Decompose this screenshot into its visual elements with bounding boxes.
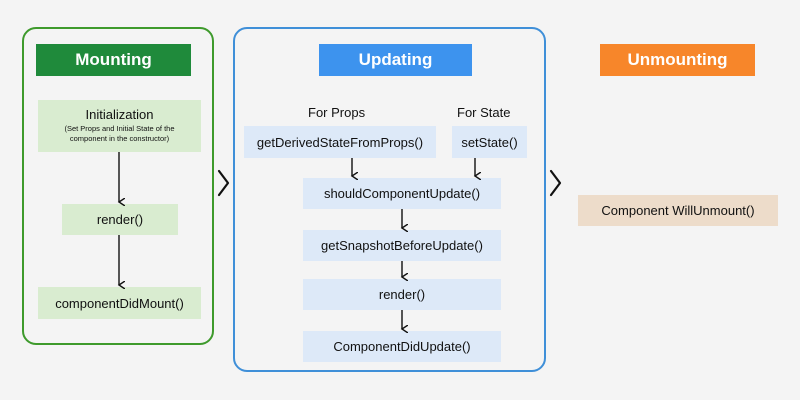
- initialization-subtitle-line2: component in the constructor): [69, 134, 170, 144]
- updating-title: Updating: [319, 44, 472, 76]
- get-derived-state-from-props-node: getDerivedStateFromProps(): [244, 126, 436, 158]
- should-component-update-node: shouldComponentUpdate(): [303, 178, 501, 209]
- initialization-node: Initialization (Set Props and Initial St…: [38, 100, 201, 152]
- updating-render-node: render(): [303, 279, 501, 310]
- set-state-node: setState(): [452, 126, 527, 158]
- initialization-title: Initialization: [85, 106, 154, 122]
- component-will-unmount-node: Component WillUnmount(): [578, 195, 778, 226]
- chevron-right-icon: [217, 169, 230, 197]
- mounting-render-node: render(): [62, 204, 178, 235]
- initialization-subtitle-line1: (Set Props and Initial State of the: [64, 123, 175, 133]
- for-state-label: For State: [457, 105, 511, 120]
- mounting-title: Mounting: [36, 44, 191, 76]
- component-did-mount-node: componentDidMount(): [38, 287, 201, 319]
- component-did-update-node: ComponentDidUpdate(): [303, 331, 501, 362]
- for-props-label: For Props: [308, 105, 366, 120]
- get-snapshot-before-update-node: getSnapshotBeforeUpdate(): [303, 230, 501, 261]
- unmounting-title: Unmounting: [600, 44, 755, 76]
- chevron-right-icon: [549, 169, 562, 197]
